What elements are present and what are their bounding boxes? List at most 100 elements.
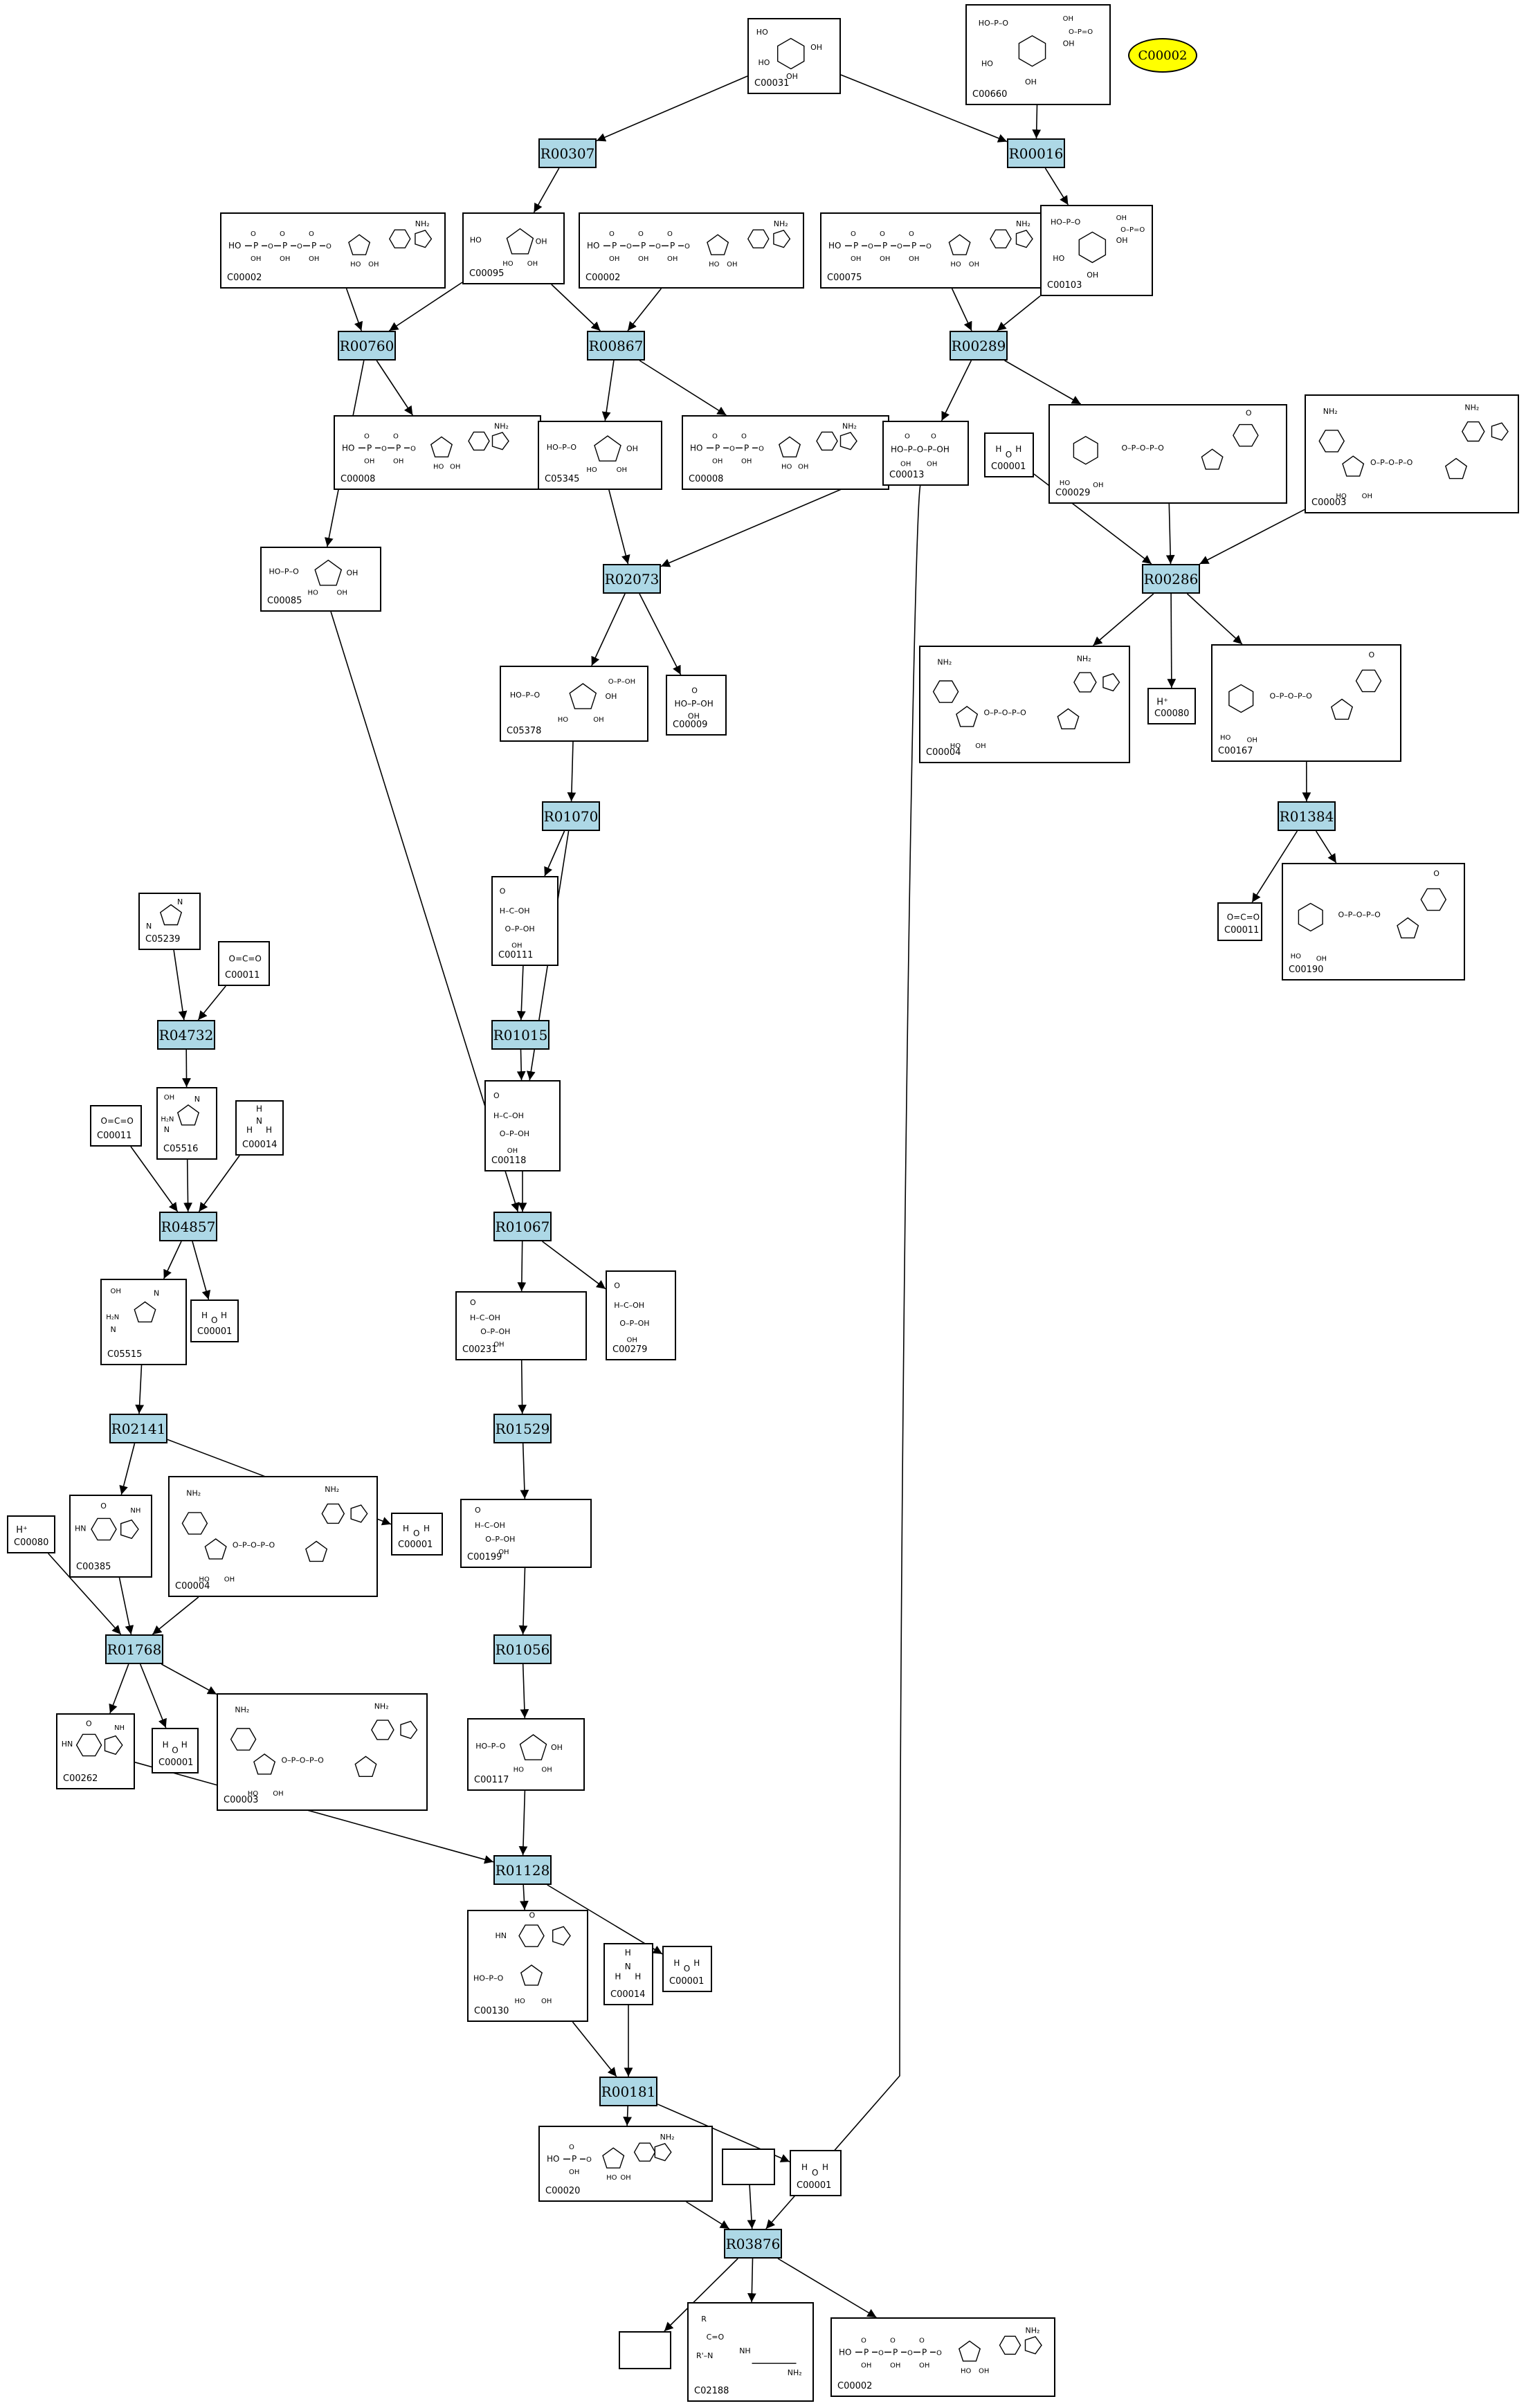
compound-node-c00080[interactable]: H⁺ C00080 bbox=[1147, 688, 1196, 724]
compound-id-label: C00003 bbox=[224, 1795, 259, 1805]
reaction-node-r00760[interactable]: R00760 bbox=[338, 331, 396, 361]
edge-c05239-to-r04732 bbox=[173, 949, 188, 1021]
reaction-node-r04732[interactable]: R04732 bbox=[157, 1020, 215, 1050]
svg-text:O: O bbox=[1246, 408, 1252, 417]
svg-text:OH: OH bbox=[851, 255, 861, 263]
svg-text:OH: OH bbox=[1063, 15, 1073, 23]
svg-text:H: H bbox=[201, 1311, 208, 1320]
empty-compound-node[interactable] bbox=[619, 2331, 671, 2369]
svg-text:H: H bbox=[625, 1948, 631, 1958]
svg-text:HO–P–O: HO–P–O bbox=[475, 1742, 506, 1751]
reaction-node-r01056[interactable]: R01056 bbox=[493, 1634, 552, 1664]
compound-node-c00080[interactable]: H⁺C00080 bbox=[7, 1515, 55, 1553]
svg-text:OH: OH bbox=[1116, 215, 1127, 222]
reaction-node-r01128[interactable]: R01128 bbox=[493, 1855, 552, 1885]
reaction-node-r00867[interactable]: R00867 bbox=[587, 331, 645, 361]
compound-id-label: C00080 bbox=[1154, 709, 1190, 719]
reaction-node-r00307[interactable]: R00307 bbox=[538, 138, 597, 168]
svg-text:H: H bbox=[1015, 444, 1021, 454]
edge-r01128-to-c00001e bbox=[547, 1884, 663, 1955]
svg-text:H–C–OH: H–C–OH bbox=[470, 1313, 500, 1322]
reaction-node-r02073[interactable]: R02073 bbox=[603, 564, 661, 594]
reaction-node-r01384[interactable]: R01384 bbox=[1278, 801, 1336, 831]
reaction-node-r00286[interactable]: R00286 bbox=[1142, 564, 1200, 594]
svg-text:OH: OH bbox=[309, 255, 319, 263]
reaction-node-r01067[interactable]: R01067 bbox=[493, 1212, 552, 1241]
svg-text:O: O bbox=[172, 1745, 178, 1755]
reaction-node-r01070[interactable]: R01070 bbox=[542, 801, 600, 831]
reaction-node-r00016[interactable]: R00016 bbox=[1007, 138, 1065, 168]
reaction-node-r02141[interactable]: R02141 bbox=[109, 1414, 167, 1443]
svg-text:OH: OH bbox=[861, 2362, 871, 2369]
reaction-node-r01529[interactable]: R01529 bbox=[493, 1414, 552, 1443]
reaction-node-r04857[interactable]: R04857 bbox=[159, 1212, 217, 1241]
svg-text:OH: OH bbox=[536, 237, 547, 246]
svg-text:O–P–O–P–O: O–P–O–P–O bbox=[1370, 458, 1413, 467]
structure-drawing: H⁺ bbox=[1156, 697, 1168, 707]
compound-id-label: C00004 bbox=[926, 747, 961, 758]
svg-text:OH: OH bbox=[741, 457, 752, 465]
edge-c00011b-to-r04732 bbox=[197, 985, 226, 1021]
reaction-node-r03876[interactable]: R03876 bbox=[724, 2229, 782, 2259]
empty-compound-node[interactable] bbox=[722, 2149, 775, 2185]
reaction-node-r01768[interactable]: R01768 bbox=[105, 1634, 163, 1664]
highlighted-compound-c00002[interactable]: C00002 bbox=[1128, 38, 1197, 73]
reaction-node-r00181[interactable]: R00181 bbox=[599, 2077, 657, 2106]
reaction-node-r00289[interactable]: R00289 bbox=[950, 331, 1008, 361]
svg-text:HO: HO bbox=[709, 261, 720, 268]
svg-text:O: O bbox=[936, 2349, 942, 2357]
svg-text:OH: OH bbox=[593, 716, 603, 724]
svg-text:HO: HO bbox=[248, 1790, 259, 1798]
svg-text:OH: OH bbox=[1093, 482, 1103, 489]
reaction-node-r01015[interactable]: R01015 bbox=[491, 1020, 549, 1050]
